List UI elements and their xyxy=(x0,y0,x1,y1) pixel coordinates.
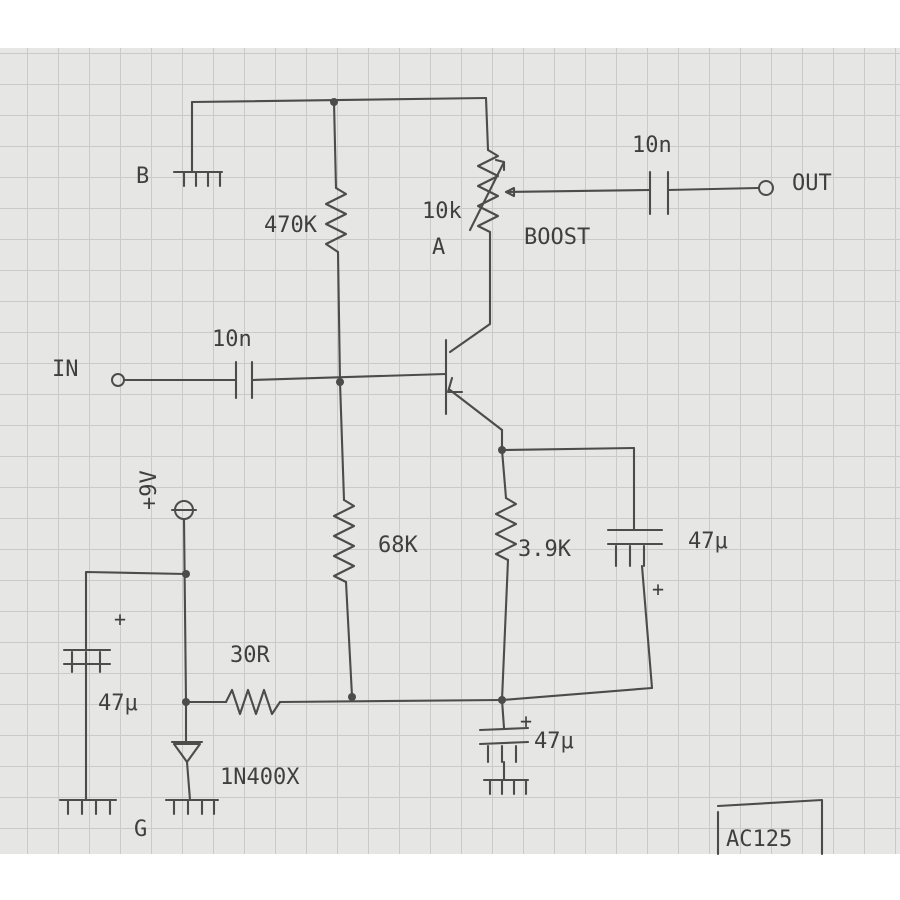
c-out-wire xyxy=(666,186,760,192)
junction-dot xyxy=(498,446,506,454)
r1-wire-bottom xyxy=(336,250,342,384)
collector-wire xyxy=(448,230,492,354)
c-emitter-wire-bottom xyxy=(500,564,654,702)
g-ground-symbol-diode xyxy=(164,798,220,816)
r1-wire-top xyxy=(332,100,338,190)
diode-symbol xyxy=(170,740,204,764)
junction-dot xyxy=(336,378,344,386)
r1-value-label: 470K xyxy=(264,213,318,238)
r3-wire-top xyxy=(500,448,508,500)
c-supply-plates xyxy=(62,648,112,674)
r2-wire-bottom xyxy=(344,580,354,698)
in-terminal[interactable] xyxy=(111,373,125,387)
c-filter-polarity-label: + xyxy=(520,709,532,733)
c-filter-wire-top xyxy=(500,698,506,730)
r2-value-label: 68K xyxy=(378,533,418,558)
c-supply-polarity-label: + xyxy=(114,607,126,631)
g-terminal-label: G xyxy=(134,817,147,842)
diode-part-label: 1N400X xyxy=(220,765,300,790)
pot-value-label: 10k xyxy=(422,199,462,224)
bottom-rail-wire xyxy=(278,698,504,704)
in-label: IN xyxy=(52,357,79,382)
r3-resistor xyxy=(494,496,518,562)
c-filter-plates xyxy=(478,726,530,764)
c-emitter-value-label: 47μ xyxy=(688,529,728,554)
transistor-part-box xyxy=(716,798,824,856)
r4-resistor xyxy=(224,688,282,716)
c-in-value-label: 10n xyxy=(212,327,252,352)
base-wire xyxy=(250,372,448,382)
pot-name-label: BOOST xyxy=(524,225,590,250)
r4-value-label: 30R xyxy=(230,643,270,668)
graph-paper-sheet xyxy=(0,48,900,854)
transistor-part-label: AC125 xyxy=(726,827,792,852)
c-filter-value-label: 47μ xyxy=(534,729,574,754)
r2-wire-top xyxy=(338,380,346,502)
top-rail-wire xyxy=(190,96,488,104)
junction-dot xyxy=(182,698,190,706)
g-ground-symbol-left xyxy=(58,798,118,816)
diode-wire-bottom xyxy=(185,760,192,802)
supply-wire xyxy=(182,517,188,704)
junction-dot xyxy=(182,570,190,578)
pot-resistor xyxy=(476,148,500,234)
out-label: OUT xyxy=(792,171,832,196)
r3-value-label: 3.9K xyxy=(518,537,572,562)
out-terminal[interactable] xyxy=(758,180,774,196)
pot-wiper-wire xyxy=(504,188,652,194)
c-emitter-plates xyxy=(606,528,664,568)
c-out-plates xyxy=(648,170,670,216)
supply-label: +9V xyxy=(137,470,162,510)
emitter-node-wire xyxy=(500,428,636,452)
r3-wire-bottom xyxy=(500,558,510,702)
junction-dot xyxy=(348,693,356,701)
c-emitter-polarity-label: + xyxy=(652,577,664,601)
r1-resistor xyxy=(324,186,348,254)
b-terminal-label: B xyxy=(136,164,149,189)
c-supply-wire-top xyxy=(84,570,188,652)
pot-wire-top xyxy=(484,96,490,152)
transistor-emitter-arrow xyxy=(446,376,464,394)
pot-arrow xyxy=(468,158,506,232)
junction-dot xyxy=(330,98,338,106)
c-supply-value-label: 47μ xyxy=(98,691,138,716)
junction-dot xyxy=(498,696,506,704)
b-ground-symbol xyxy=(172,170,224,188)
c-in-plates xyxy=(234,360,254,400)
transistor-emitter-wire xyxy=(448,388,504,432)
c-filter-ground-symbol xyxy=(482,778,530,796)
r2-resistor xyxy=(332,498,356,584)
c-out-value-label: 10n xyxy=(632,133,672,158)
pot-taper-label: A xyxy=(432,235,445,260)
